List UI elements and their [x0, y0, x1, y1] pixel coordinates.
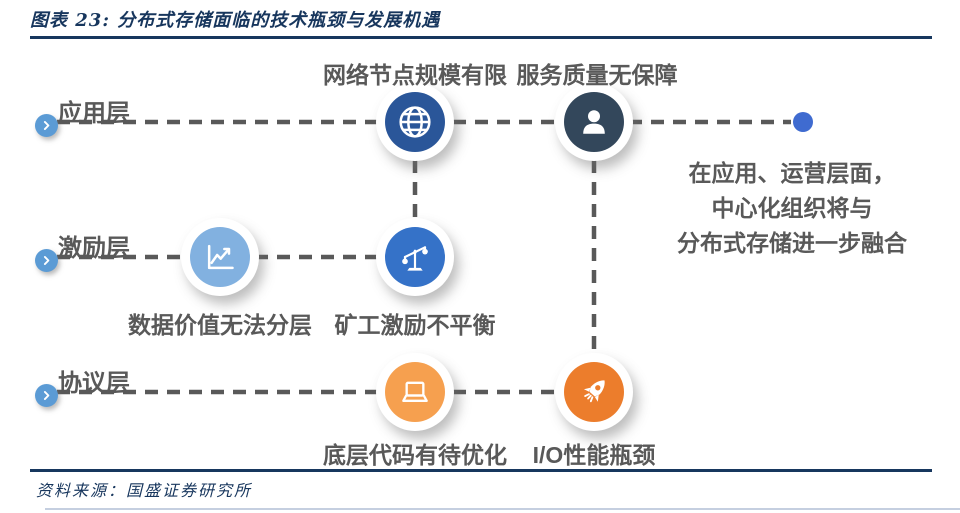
- application-line-end-dot: [793, 112, 813, 132]
- globe-icon: [399, 106, 431, 138]
- rocket-icon: [583, 380, 605, 403]
- balance-scale-icon: [402, 246, 428, 271]
- annotation-text: 在应用、运营层面， 中心化组织将与 分布式存储进一步融合: [650, 156, 934, 261]
- label-network-scale: 网络节点规模有限: [323, 62, 507, 88]
- layer-label-application: 应用层: [58, 100, 130, 127]
- annotation-line-1: 在应用、运营层面，: [688, 160, 896, 186]
- footer-rule: [30, 469, 932, 472]
- chevron-right-icon: [43, 256, 50, 265]
- node-io-performance: [555, 353, 633, 431]
- chevron-right-icon: [43, 121, 50, 130]
- node-data-value: [181, 218, 259, 296]
- source-note: 资料来源：国盛证券研究所: [36, 481, 253, 500]
- label-service-quality: 服务质量无保障: [516, 62, 678, 88]
- laptop-icon: [402, 381, 428, 402]
- node-service-quality: [555, 83, 633, 161]
- layer-label-protocol: 协议层: [58, 370, 130, 397]
- incentive-layer-start-marker: [35, 249, 58, 272]
- chevron-right-icon: [43, 391, 50, 400]
- title-rule: [30, 36, 932, 39]
- application-layer-start-marker: [35, 114, 58, 137]
- page-bottom-rule: [45, 508, 960, 510]
- node-code-optimization: [376, 353, 454, 431]
- layer-label-incentive: 激励层: [58, 235, 130, 262]
- label-code-optimization: 底层代码有待优化: [323, 442, 507, 468]
- label-io-performance: I/O性能瓶颈: [532, 442, 656, 468]
- user-icon: [583, 110, 605, 134]
- label-data-value: 数据价值无法分层: [128, 312, 312, 338]
- figure-title: 图表 23: 分布式存储面临的技术瓶颈与发展机遇: [30, 10, 441, 31]
- node-network-scale: [376, 83, 454, 161]
- annotation-line-2: 中心化组织将与: [711, 195, 873, 221]
- node-miner-incentive: [376, 218, 454, 296]
- line-chart-icon: [207, 244, 234, 270]
- annotation-line-3: 分布式存储进一步融合: [677, 230, 907, 256]
- protocol-layer-start-marker: [35, 384, 58, 407]
- label-miner-incentive: 矿工激励不平衡: [334, 312, 496, 338]
